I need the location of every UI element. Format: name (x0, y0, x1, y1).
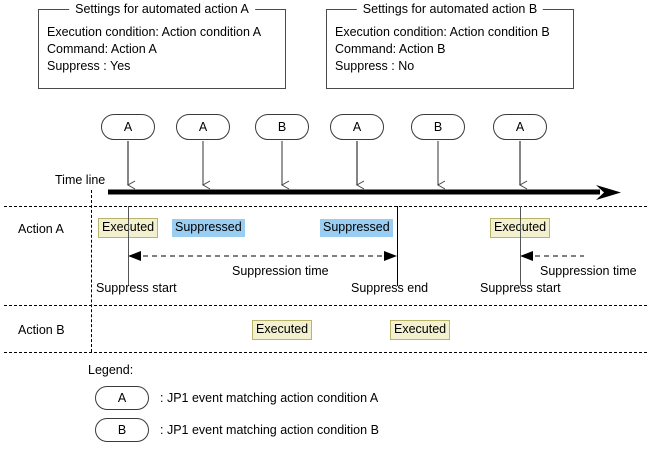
action-a-chip-suppressed-2: Suppressed (320, 219, 393, 237)
event-bubble-2-label: A (198, 120, 208, 134)
annotation-suppression-time-1: Suppression time (232, 264, 329, 278)
legend-bubble-b-symbol: B (117, 423, 127, 437)
event-bubble-2: A (176, 114, 230, 140)
legend-bubble-b: B (95, 418, 149, 442)
settings-box-b-body: Execution condition: Action condition B … (327, 10, 573, 75)
settings-box-b-title: Settings for automated action B (356, 2, 544, 16)
separator-top (4, 206, 647, 207)
annotation-suppress-end-1: Suppress end (351, 281, 429, 295)
suppression-span-2 (520, 251, 584, 261)
legend-bubble-a-symbol: A (117, 391, 127, 405)
suppression-span-1 (128, 251, 397, 261)
legend-description-a: JP1 event matching action condition A (166, 391, 379, 405)
annotation-suppress-start-1: Suppress start (96, 281, 177, 295)
legend-separator-a: : (160, 391, 164, 405)
event-bubble-3-label: B (277, 120, 287, 134)
legend-description-b: JP1 event matching action condition B (166, 423, 379, 437)
timeline-axis (108, 185, 621, 200)
separator-middle (4, 305, 647, 306)
timeline-label: Time line (55, 173, 106, 187)
action-b-chip-executed-2: Executed (390, 320, 451, 340)
settings-b-line-3: Suppress : No (335, 59, 415, 73)
row-label-action-a: Action A (18, 222, 64, 236)
settings-box-action-b: Settings for automated action B Executio… (326, 2, 574, 89)
legend-text-b: : JP1 event matching action condition B (160, 423, 379, 437)
action-b-chip-executed-1: Executed (252, 320, 313, 340)
legend-text-a: : JP1 event matching action condition A (160, 391, 378, 405)
settings-b-line-1: Execution condition: Action condition B (335, 25, 550, 39)
event-bubble-5: B (411, 114, 465, 140)
separator-vertical-axis (91, 190, 92, 352)
suppress-start-marker-1 (128, 206, 129, 286)
event-bubble-4: A (330, 114, 384, 140)
event-bubble-4-label: A (352, 120, 362, 134)
settings-a-line-3: Suppress : Yes (47, 59, 131, 73)
settings-box-a-title: Settings for automated action A (69, 2, 255, 16)
legend-separator-b: : (160, 423, 164, 437)
suppress-start-marker-2 (520, 206, 521, 286)
settings-a-line-2: Command: Action A (47, 42, 157, 56)
settings-box-a-body: Execution condition: Action condition A … (39, 10, 285, 75)
settings-b-line-2: Command: Action B (335, 42, 446, 56)
settings-a-line-1: Execution condition: Action condition A (47, 25, 262, 39)
event-bubble-5-label: B (433, 120, 443, 134)
settings-box-action-a: Settings for automated action A Executio… (38, 2, 286, 89)
event-bubble-1: A (101, 114, 155, 140)
event-drop-arrows (126, 141, 528, 190)
event-bubble-1-label: A (123, 120, 133, 134)
separator-bottom (4, 352, 647, 353)
action-a-chip-suppressed-1: Suppressed (172, 219, 245, 237)
suppress-end-marker-1 (397, 206, 398, 286)
event-bubble-6: A (493, 114, 547, 140)
row-label-action-b: Action B (18, 323, 65, 337)
event-bubble-6-label: A (515, 120, 525, 134)
annotation-suppression-time-2: Suppression time (540, 264, 637, 278)
legend-bubble-a: A (95, 386, 149, 410)
legend-title: Legend: (88, 363, 134, 377)
event-bubble-3: B (255, 114, 309, 140)
annotation-suppress-start-2: Suppress start (480, 281, 561, 295)
